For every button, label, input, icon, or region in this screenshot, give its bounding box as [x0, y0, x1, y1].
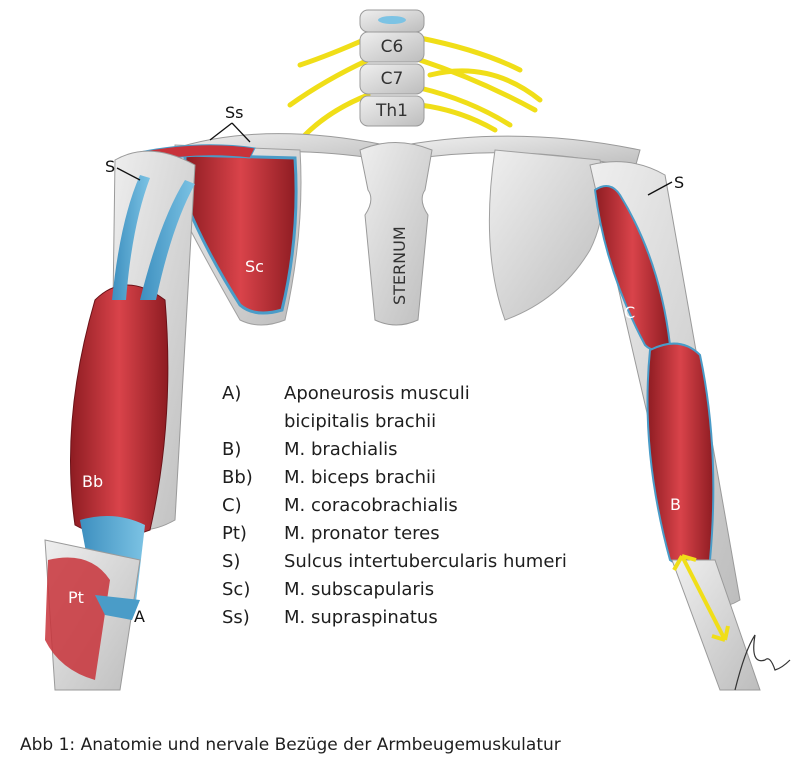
brachial-plexus-nerves — [287, 35, 543, 138]
sternum — [359, 142, 433, 326]
label-a: A — [134, 607, 145, 626]
legend-text: M. brachialis — [284, 439, 398, 460]
legend-text: Aponeurosis musculi — [284, 383, 470, 404]
legend: A) Aponeurosis musculi bicipitalis brachi… — [222, 380, 567, 632]
pronator-teres-muscle — [45, 557, 110, 680]
legend-key: A) — [222, 383, 242, 404]
legend-text: M. biceps brachii — [284, 467, 437, 488]
biceps-tendon-short — [140, 180, 195, 300]
label-ss: Ss — [225, 103, 244, 122]
legend-key: Ss) — [222, 607, 250, 628]
label-b: B — [670, 495, 681, 514]
brachialis-muscle — [646, 342, 715, 569]
legend-text: M. supraspinatus — [284, 607, 438, 628]
biceps-brachii-muscle — [70, 284, 169, 537]
label-s-right: S — [674, 173, 684, 192]
subscapularis-muscle — [183, 153, 298, 315]
legend-row: Pt) M. pronator teres — [222, 520, 567, 548]
legend-row: Bb) M. biceps brachii — [222, 464, 567, 492]
leader-lines — [116, 122, 673, 196]
label-pt: Pt — [68, 588, 84, 607]
legend-row: bicipitalis brachii — [222, 408, 567, 436]
label-sc: Sc — [245, 257, 264, 276]
legend-row: Sc) M. subscapularis — [222, 576, 567, 604]
anatomy-illustration: C6 C7 Th1 STERNUM Ss S S Sc Bb Pt A C B — [44, 9, 791, 691]
legend-row: B) M. brachialis — [222, 436, 567, 464]
vertebral-column — [359, 9, 425, 127]
vertebra-label-c7: C7 — [381, 69, 404, 89]
legend-text: M. coracobrachialis — [284, 495, 458, 516]
legend-text: M. pronator teres — [284, 523, 440, 544]
legend-key: Pt) — [222, 523, 247, 544]
legend-row: A) Aponeurosis musculi — [222, 380, 567, 408]
legend-text: M. subscapularis — [284, 579, 435, 600]
pronator-tendon — [95, 595, 140, 620]
label-c: C — [624, 303, 635, 322]
label-s-left: S — [105, 157, 115, 176]
sternum-label: STERNUM — [390, 226, 409, 305]
legend-text: bicipitalis brachii — [284, 411, 437, 432]
legend-key: S) — [222, 551, 241, 572]
legend-key: Sc) — [222, 579, 251, 600]
legend-key — [222, 408, 284, 436]
nerve-arrow — [672, 554, 730, 642]
legend-row: C) M. coracobrachialis — [222, 492, 567, 520]
figure-caption: Abb 1: Anatomie und nervale Bezüge der A… — [20, 735, 561, 755]
scapula-right — [488, 149, 604, 321]
label-bb: Bb — [82, 472, 103, 491]
biceps-tendon-long — [112, 175, 150, 300]
vertebra-label-c6: C6 — [381, 37, 404, 57]
legend-key: B) — [222, 439, 242, 460]
legend-text: Sulcus intertubercularis humeri — [284, 551, 567, 572]
legend-key: Bb) — [222, 467, 253, 488]
legend-key: C) — [222, 495, 242, 516]
legend-row: Ss) M. supraspinatus — [222, 604, 567, 632]
artist-signature — [734, 634, 791, 691]
vertebra-label-th1: Th1 — [375, 101, 408, 121]
legend-row: S) Sulcus intertubercularis humeri — [222, 548, 567, 576]
